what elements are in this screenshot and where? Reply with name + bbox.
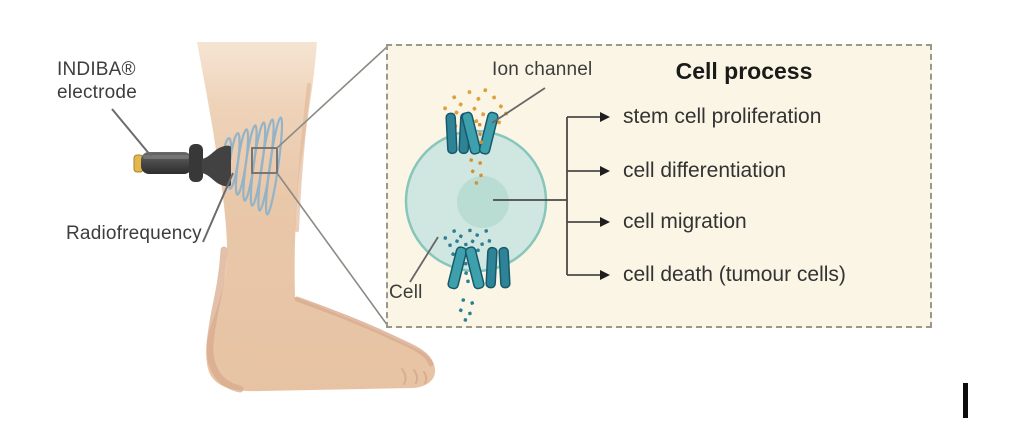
cell-process-heading: Cell process [675, 58, 813, 84]
indiba-electrode-label-line2: electrode [57, 82, 137, 103]
electrode-icon [133, 144, 231, 187]
ion-channel-bottom-icon [447, 246, 511, 290]
nucleus [457, 176, 509, 228]
cell-scene [404, 87, 610, 322]
instep-shadow [294, 296, 434, 367]
process-item-stem-cell-proliferation: stem cell proliferation [623, 105, 822, 128]
text-cursor [963, 383, 968, 418]
cell-process-inset-panel: Ion channel Cell process stem cell proli… [386, 44, 932, 328]
radiofrequency-waves-icon [219, 116, 284, 216]
ion-channel-icon [445, 111, 499, 155]
process-item-cell-death: cell death (tumour cells) [623, 263, 846, 286]
cell-label: Cell [389, 282, 423, 303]
indiba-electrode-label: INDIBA® electrode [57, 58, 137, 104]
shin-shadow [295, 83, 311, 232]
process-item-cell-migration: cell migration [623, 210, 747, 233]
teal-ions-exiting [458, 262, 475, 322]
heel-shadow [206, 246, 244, 393]
electrode-pointer-line [111, 108, 152, 157]
process-arrow-icon [600, 112, 610, 280]
ion-channel-pointer-line [491, 87, 546, 124]
process-item-cell-differentiation: cell differentiation [623, 159, 787, 182]
indiba-electrode-label-line1: INDIBA® [57, 59, 136, 80]
toe-lines [401, 368, 428, 385]
radiofrequency-label: Radiofrequency [66, 223, 202, 244]
radiofrequency-pointer-line [202, 172, 234, 243]
ion-channel-label: Ion channel [492, 59, 593, 80]
magnified-region-icon [251, 45, 389, 327]
orange-ions-in-channel [469, 123, 483, 185]
cell-pointer-line [409, 236, 439, 283]
process-branch-lines [493, 112, 610, 280]
